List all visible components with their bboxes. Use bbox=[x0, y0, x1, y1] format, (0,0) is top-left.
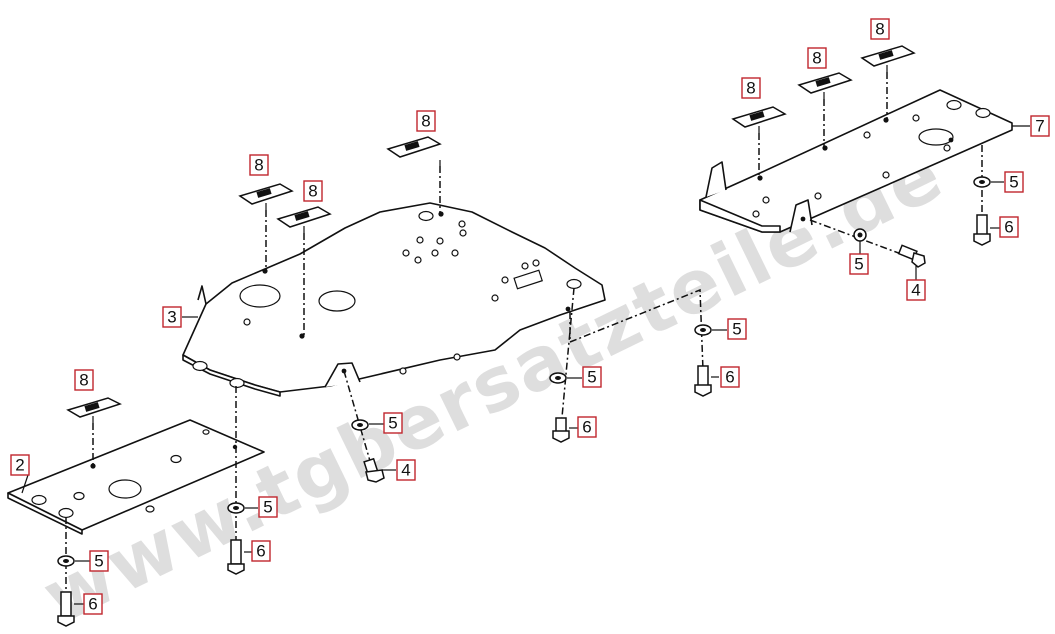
svg-text:4: 4 bbox=[401, 461, 410, 480]
washer-icon bbox=[694, 324, 712, 336]
washer-icon bbox=[351, 419, 369, 431]
callout-6[interactable]: 6 bbox=[999, 216, 1019, 238]
svg-text:6: 6 bbox=[256, 542, 265, 561]
washer-parts bbox=[57, 176, 991, 567]
bolt-icon bbox=[973, 214, 991, 246]
bolt-icon bbox=[897, 244, 926, 268]
callout-8[interactable]: 8 bbox=[74, 369, 94, 391]
callout-4[interactable]: 4 bbox=[906, 279, 926, 301]
washer-icon bbox=[853, 228, 867, 242]
bolt-icon bbox=[363, 457, 385, 483]
svg-text:6: 6 bbox=[88, 595, 97, 614]
svg-text:5: 5 bbox=[854, 255, 863, 274]
svg-text:5: 5 bbox=[263, 498, 272, 517]
callout-6[interactable]: 6 bbox=[83, 593, 103, 615]
callouts: 2 3 7 8 8 8 8 8 8 8 5 5 5 5 5 5 5 6 6 6 … bbox=[10, 18, 1050, 615]
bolt-icon bbox=[552, 417, 570, 443]
svg-text:3: 3 bbox=[167, 308, 176, 327]
callout-8[interactable]: 8 bbox=[249, 154, 269, 176]
leader-lines bbox=[21, 125, 1030, 605]
clip-icon bbox=[276, 206, 332, 233]
callout-4[interactable]: 4 bbox=[396, 459, 416, 481]
svg-text:5: 5 bbox=[732, 320, 741, 339]
callout-5[interactable]: 5 bbox=[727, 318, 747, 340]
callout-3[interactable]: 3 bbox=[162, 306, 182, 328]
callout-8[interactable]: 8 bbox=[416, 110, 436, 132]
washer-icon bbox=[973, 176, 991, 188]
svg-text:2: 2 bbox=[15, 456, 24, 475]
clip-icon bbox=[797, 72, 853, 99]
svg-text:6: 6 bbox=[582, 418, 591, 437]
svg-text:8: 8 bbox=[254, 156, 263, 175]
callout-7[interactable]: 7 bbox=[1030, 115, 1050, 137]
svg-text:8: 8 bbox=[421, 112, 430, 131]
callout-6[interactable]: 6 bbox=[251, 540, 271, 562]
svg-text:7: 7 bbox=[1035, 117, 1044, 136]
clip-icon bbox=[66, 397, 122, 423]
svg-text:6: 6 bbox=[1004, 218, 1013, 237]
callout-5[interactable]: 5 bbox=[258, 496, 278, 518]
washer-icon bbox=[57, 555, 75, 567]
svg-text:8: 8 bbox=[308, 182, 317, 201]
bolt-icon bbox=[57, 591, 75, 627]
svg-text:8: 8 bbox=[79, 371, 88, 390]
svg-text:5: 5 bbox=[94, 552, 103, 571]
svg-text:5: 5 bbox=[388, 414, 397, 433]
callout-5[interactable]: 5 bbox=[582, 366, 602, 388]
clip-icon bbox=[238, 183, 294, 210]
callout-5[interactable]: 5 bbox=[1004, 171, 1024, 193]
svg-text:5: 5 bbox=[587, 368, 596, 387]
bolt-icon bbox=[694, 365, 712, 397]
svg-text:5: 5 bbox=[1009, 173, 1018, 192]
svg-text:6: 6 bbox=[725, 368, 734, 387]
callout-6[interactable]: 6 bbox=[720, 366, 740, 388]
svg-text:8: 8 bbox=[812, 49, 821, 68]
svg-text:8: 8 bbox=[875, 20, 884, 39]
bolt-icon bbox=[227, 539, 245, 575]
clip-icon bbox=[386, 136, 442, 166]
callout-8[interactable]: 8 bbox=[870, 18, 890, 40]
callout-8[interactable]: 8 bbox=[807, 47, 827, 69]
callout-5[interactable]: 5 bbox=[89, 550, 109, 572]
clip-icon bbox=[731, 106, 787, 133]
bolt-parts bbox=[57, 214, 991, 627]
callout-8[interactable]: 8 bbox=[303, 180, 323, 202]
callout-6[interactable]: 6 bbox=[577, 416, 597, 438]
svg-text:8: 8 bbox=[746, 79, 755, 98]
callout-2[interactable]: 2 bbox=[10, 454, 30, 476]
clip-parts bbox=[66, 45, 916, 423]
skid-plate-center bbox=[182, 202, 606, 397]
washer-icon bbox=[549, 372, 567, 384]
callout-5[interactable]: 5 bbox=[383, 412, 403, 434]
callout-8[interactable]: 8 bbox=[741, 77, 761, 99]
clip-icon bbox=[860, 45, 916, 72]
svg-text:4: 4 bbox=[911, 281, 920, 300]
skid-plate-rear bbox=[699, 89, 1013, 233]
callout-5[interactable]: 5 bbox=[849, 253, 869, 275]
skid-plate-front bbox=[7, 419, 265, 535]
washer-icon bbox=[227, 502, 245, 514]
